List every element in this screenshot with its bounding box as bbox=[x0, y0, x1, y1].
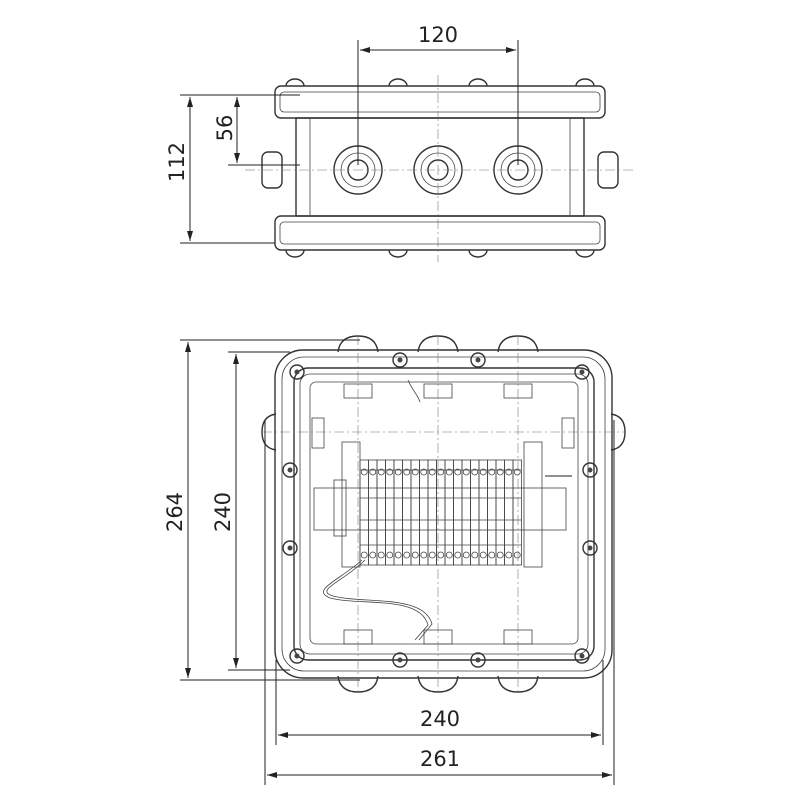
screw-icon bbox=[470, 652, 486, 668]
terminal bbox=[419, 459, 429, 566]
bolt-head-icon bbox=[285, 78, 305, 87]
top-flange bbox=[274, 85, 606, 119]
screw-icon bbox=[289, 364, 305, 380]
top-view bbox=[245, 75, 635, 262]
screw-icon bbox=[582, 540, 598, 556]
dim-264: 264 bbox=[163, 492, 187, 532]
terminal bbox=[453, 459, 463, 566]
enclosure-outline bbox=[274, 349, 613, 679]
bolt-head-icon bbox=[468, 249, 488, 258]
dim-112: 112 bbox=[165, 142, 189, 182]
bolt-head-icon bbox=[388, 249, 408, 258]
lid-seal bbox=[293, 367, 595, 661]
screw-icon bbox=[392, 352, 408, 368]
end-stop-left bbox=[341, 441, 361, 568]
dim-240-vertical: 240 bbox=[211, 492, 235, 532]
terminal bbox=[359, 459, 369, 566]
screw-icon bbox=[289, 648, 305, 664]
dim-240-horizontal: 240 bbox=[420, 707, 460, 731]
inner-cavity bbox=[309, 381, 579, 645]
terminal bbox=[512, 459, 522, 566]
screw-icon bbox=[470, 352, 486, 368]
screw-icon bbox=[392, 652, 408, 668]
bolt-head-icon bbox=[468, 78, 488, 87]
dim-120: 120 bbox=[418, 23, 458, 47]
bolt-head-icon bbox=[388, 78, 408, 87]
screw-icon bbox=[574, 364, 590, 380]
bolt-head-icon bbox=[575, 249, 595, 258]
dim-56: 56 bbox=[213, 115, 237, 142]
terminal bbox=[376, 459, 386, 566]
bolt-head-icon bbox=[285, 249, 305, 258]
dim-261: 261 bbox=[420, 747, 460, 771]
bottom-flange bbox=[274, 215, 606, 251]
terminal bbox=[444, 459, 454, 566]
terminal bbox=[393, 459, 403, 566]
din-rail bbox=[313, 487, 567, 531]
bolt-head-icon bbox=[575, 78, 595, 87]
terminal bbox=[427, 459, 437, 566]
terminal bbox=[368, 459, 378, 566]
terminal bbox=[470, 459, 480, 566]
end-stop-right bbox=[523, 441, 543, 568]
terminal bbox=[504, 459, 514, 566]
earth-wire bbox=[323, 559, 429, 641]
terminal bbox=[385, 459, 395, 566]
terminal bbox=[461, 459, 471, 566]
terminal bbox=[410, 459, 420, 566]
box-body bbox=[295, 117, 585, 217]
front-view bbox=[261, 335, 626, 695]
screw-icon bbox=[582, 462, 598, 478]
terminal bbox=[495, 459, 505, 566]
dimension-lines: 120 56 112 264 240 240 261 bbox=[163, 23, 615, 785]
terminal-block bbox=[359, 459, 522, 566]
screw-icon bbox=[282, 540, 298, 556]
terminal bbox=[478, 459, 488, 566]
terminal bbox=[487, 459, 497, 566]
screw-icon bbox=[574, 648, 590, 664]
screw-icon bbox=[282, 462, 298, 478]
terminal bbox=[402, 459, 412, 566]
